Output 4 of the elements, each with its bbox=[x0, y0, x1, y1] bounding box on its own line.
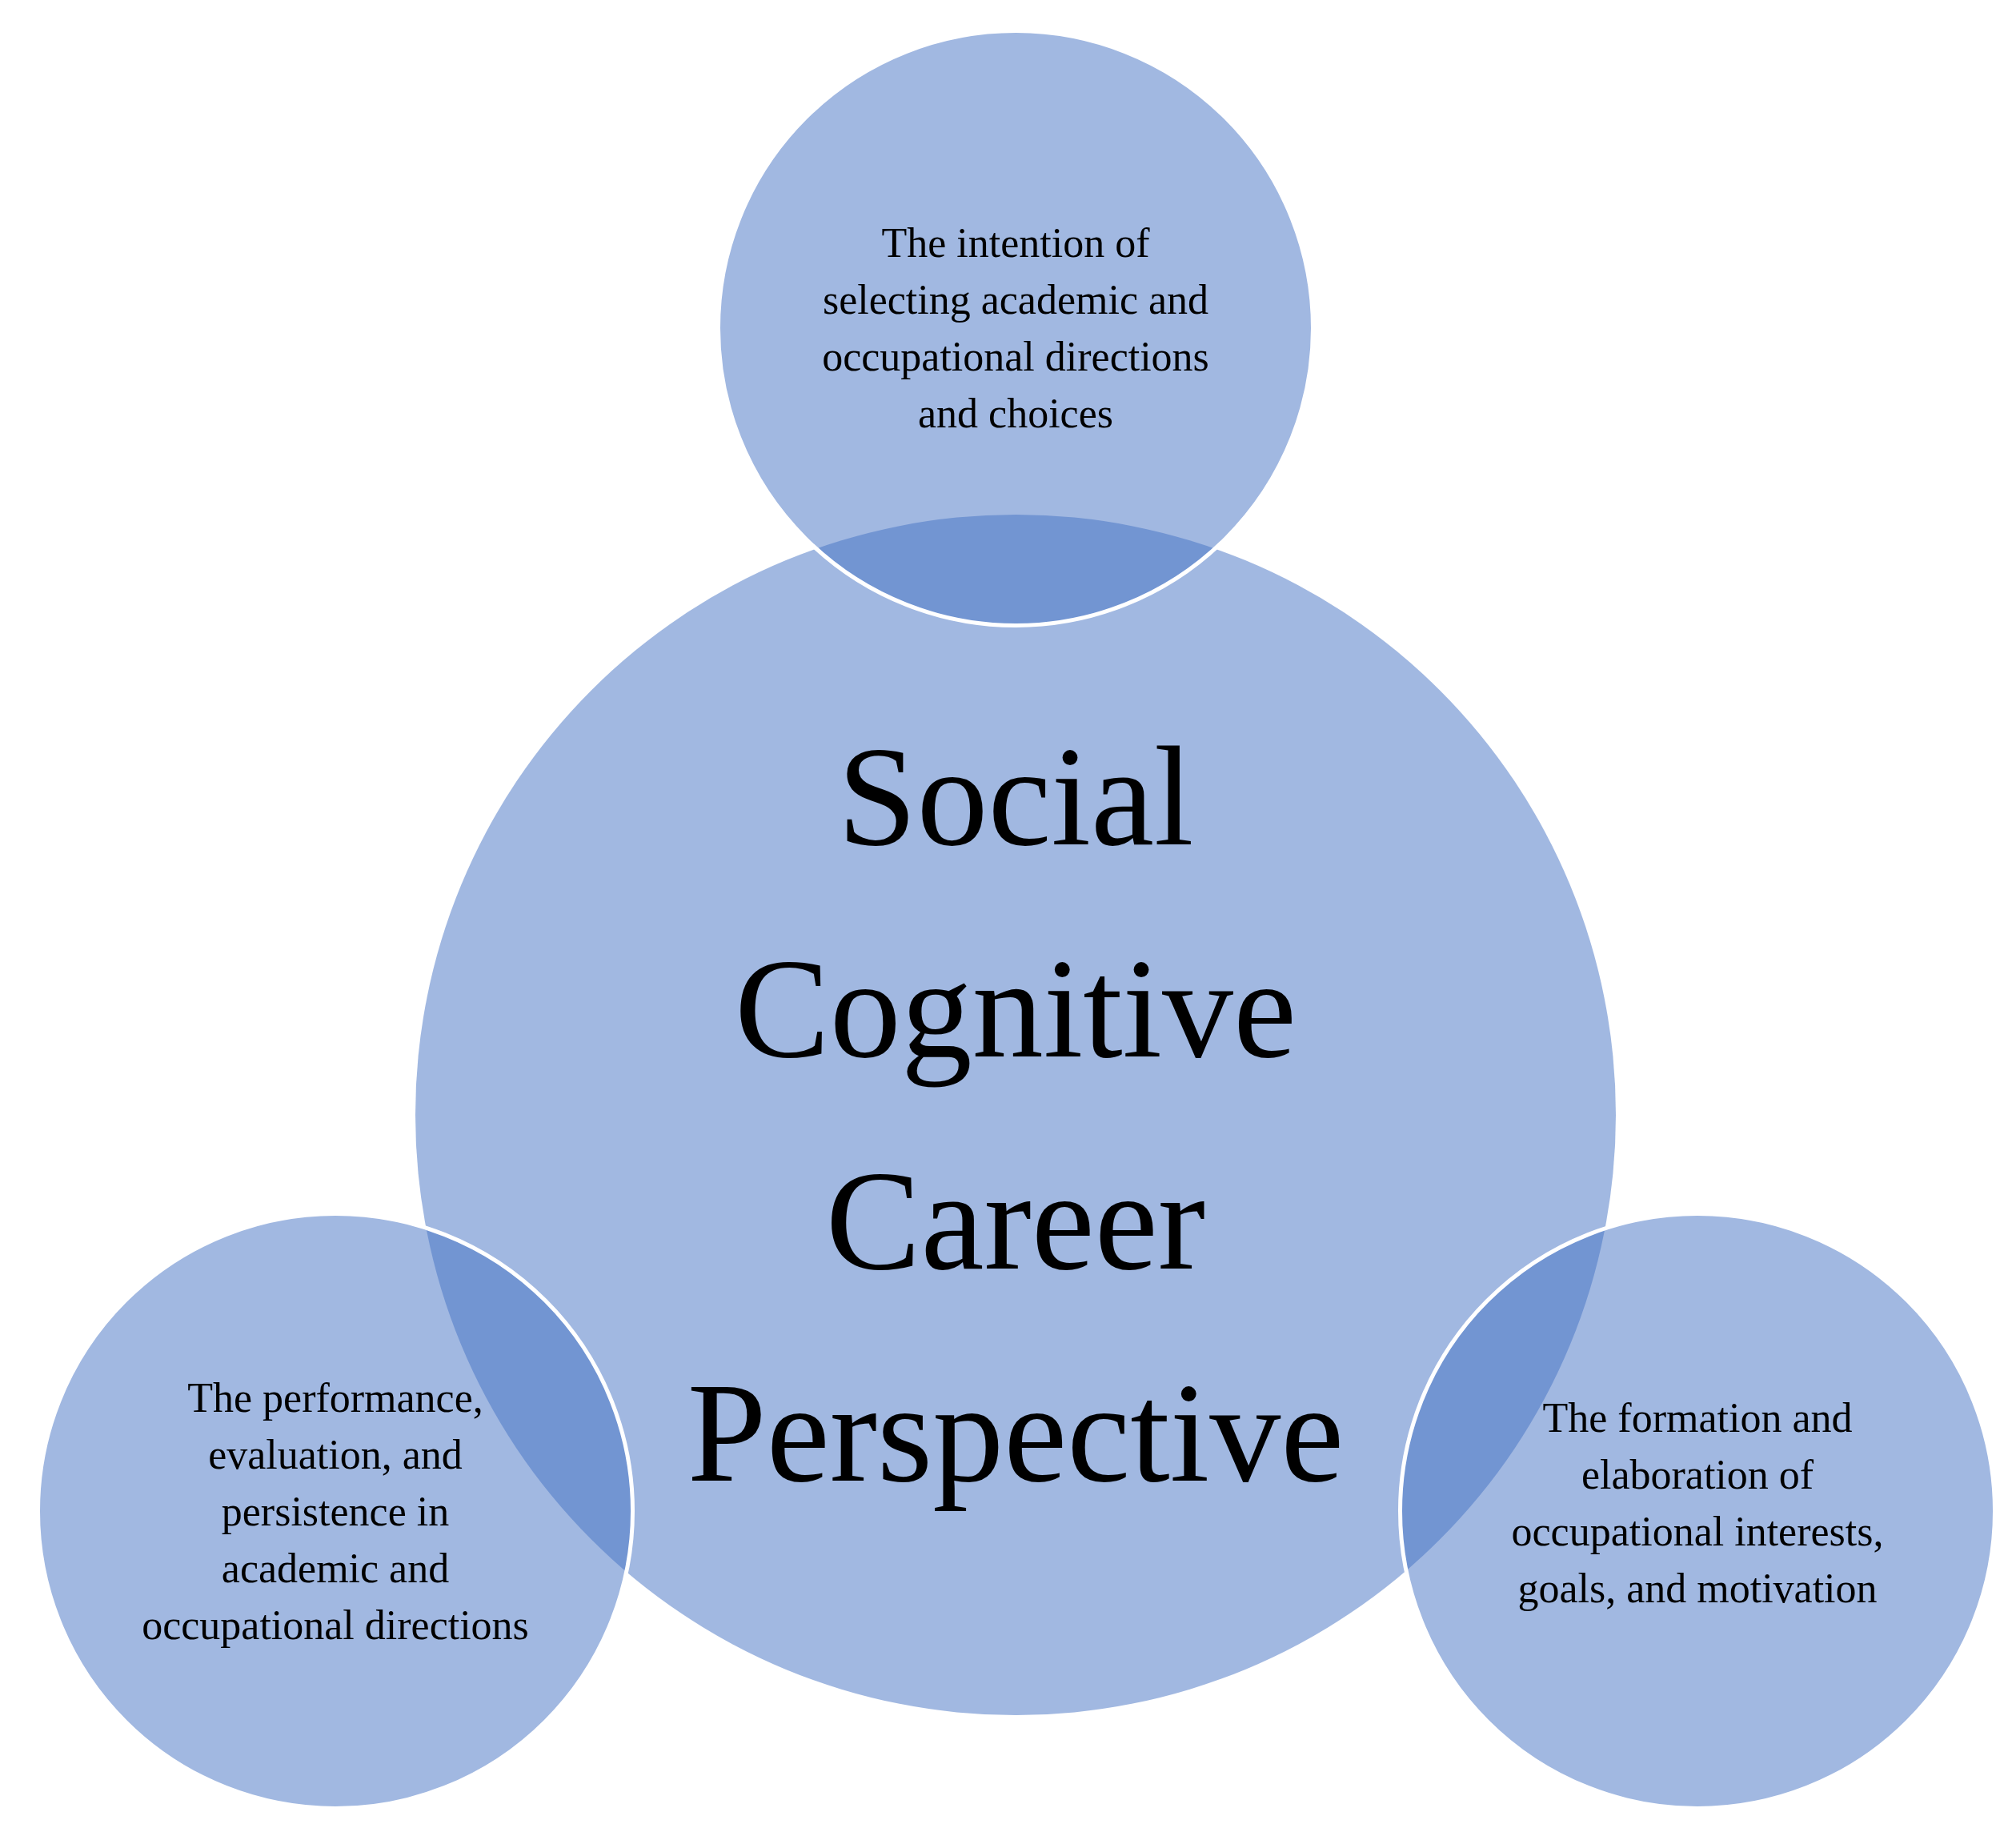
circle-text: The intention of selecting academic and occupational directions and choices bbox=[821, 219, 1210, 438]
circle-text: The formation and elaboration of occupational interests, goals, and motivation bbox=[1510, 1394, 1885, 1613]
central-title: Social Cognitive Career Perspective bbox=[686, 716, 1345, 1513]
circle-text: The performance, evaluation, and persistence in academic and occupational directions bbox=[141, 1373, 530, 1650]
